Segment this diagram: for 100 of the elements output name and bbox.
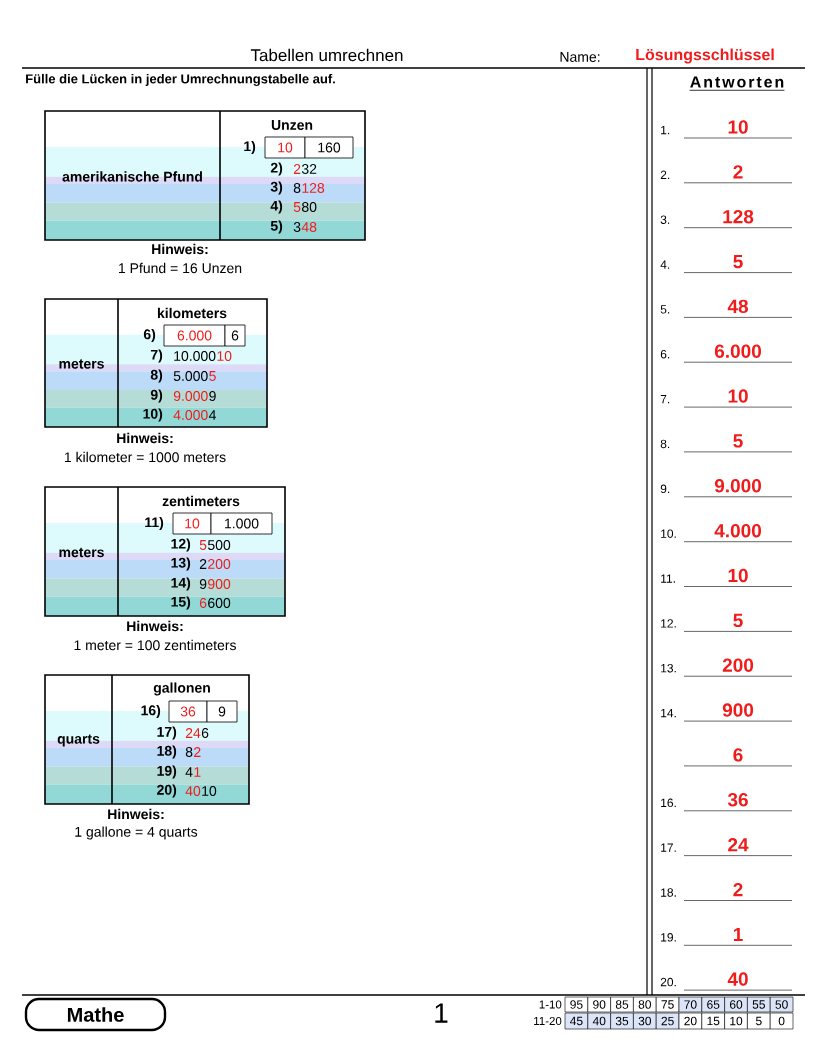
answer-line: 36 (683, 793, 793, 812)
table-value: 9 (209, 391, 216, 401)
answer-line: 48 (683, 299, 793, 318)
unit-label: gallonen (153, 682, 210, 696)
given-cell: 160 (304, 136, 354, 159)
given-cell: 1.000 (210, 512, 273, 535)
answer-number: 1. (661, 125, 670, 135)
score-cell: 10 (724, 1012, 748, 1030)
table-value: 40 (185, 786, 201, 796)
score-cell: 15 (701, 1012, 725, 1030)
table-value: 10 (217, 351, 232, 361)
answer-line: 200 (683, 658, 793, 677)
answer-number: 4. (660, 260, 670, 269)
answer-number: 18. (661, 888, 676, 897)
table-value: 4 (208, 410, 216, 420)
answer-number: 13. (661, 663, 676, 673)
problem-number: 1) (244, 140, 256, 154)
table-value: 48 (301, 222, 317, 232)
answer-number: 19. (661, 933, 676, 942)
unit-label: kilometers (157, 307, 227, 319)
table-value: 5 (209, 371, 216, 381)
answer-line: 10 (683, 120, 793, 139)
answer-number: 6. (660, 349, 670, 359)
problem-number: 16) (141, 705, 161, 719)
problem-number: 19) (157, 765, 177, 779)
table-value: 3 (293, 222, 301, 232)
table-value: 8 (185, 747, 193, 757)
score-cell: 30 (633, 1012, 657, 1030)
answer-line: 2 (683, 882, 793, 901)
page-number: 1 (435, 1003, 448, 1023)
problem-number: 3) (270, 181, 283, 195)
problem-number: 2) (270, 162, 283, 176)
answer-number: 10. (661, 529, 676, 538)
hint-text: 1 gallone = 4 quarts (75, 826, 198, 840)
problem-number: 8) (150, 369, 163, 383)
given-cell: 9 (206, 700, 238, 723)
answer-cell: 36 (168, 700, 208, 723)
table-value: 2 (194, 747, 201, 757)
score-cell: 5 (747, 1012, 771, 1030)
problem-number: 11) (145, 517, 164, 531)
table-value: 6 (199, 598, 207, 608)
hint-text: 1 Pfund = 16 Unzen (119, 262, 242, 274)
instructions: Fülle die Lücken in jeder Umrechnungstabelle auf. (26, 73, 335, 87)
answer-line: 6 (683, 748, 793, 767)
table-value: 9 (199, 579, 207, 589)
score-cell: 70 (678, 996, 703, 1013)
answer-line: 128 (683, 209, 793, 228)
score-cell: 80 (633, 996, 657, 1013)
name-label: Name: (560, 52, 600, 62)
table-value: 1 (194, 767, 201, 777)
problem-number: 17) (157, 726, 177, 740)
hint-heading: Hinweis: (117, 432, 173, 444)
answer-line: 6.000 (683, 344, 793, 363)
table-value: 80 (302, 202, 317, 212)
hint-heading: Hinweis: (127, 620, 183, 632)
answer-line: 5 (683, 255, 793, 273)
unit-label: zentimeters (162, 495, 240, 507)
score-cell: 90 (587, 996, 611, 1013)
score-cell: 60 (724, 996, 748, 1013)
answer-line: 24 (683, 838, 793, 856)
problem-number: 10) (143, 408, 163, 422)
unit-label: meters (59, 547, 104, 558)
table-value: 9.000 (173, 391, 208, 401)
score-cell: 65 (701, 996, 725, 1013)
answer-line: 40 (683, 972, 793, 991)
answer-line: 900 (683, 703, 793, 722)
problem-number: 14) (171, 577, 191, 591)
problem-number: 6) (143, 328, 156, 342)
problem-number: 4) (270, 200, 283, 214)
answer-number: 8. (660, 439, 670, 449)
answer-line: 5 (683, 434, 793, 453)
answer-number: 9. (660, 484, 670, 494)
answer-number: 17. (661, 843, 676, 852)
answer-number: 16. (661, 798, 676, 808)
table-value: 24 (185, 728, 201, 738)
answer-number: 11. (661, 574, 675, 583)
subject-badge: Mathe (24, 997, 167, 1032)
unit-label: Unzen (271, 120, 313, 130)
score-row-label: 11-20 (534, 1016, 562, 1026)
answer-line: 10 (683, 389, 793, 408)
answer-key-label: Lösungsschlüssel (636, 48, 774, 64)
answer-line: 5 (683, 613, 793, 632)
unit-label: amerikanische Pfund (62, 171, 202, 182)
score-cell: 95 (564, 996, 589, 1013)
hint-text: 1 kilometer = 1000 meters (64, 451, 226, 463)
score-cell: 55 (747, 996, 771, 1013)
problem-number: 13) (171, 557, 191, 571)
hint-text: 1 meter = 100 zentimeters (74, 639, 236, 651)
table-value: 128 (302, 183, 325, 193)
hint-heading: Hinweis: (152, 243, 208, 255)
answer-number: 5. (660, 305, 670, 314)
answer-number: 20. (660, 977, 676, 987)
hint-heading: Hinweis: (108, 808, 164, 820)
score-cell: 75 (655, 996, 680, 1013)
score-row-label: 1-10 (539, 1000, 562, 1009)
problem-number: 20) (157, 784, 177, 798)
score-cell: 35 (610, 1012, 634, 1030)
answer-number: 7. (660, 395, 670, 404)
answer-line: 4.000 (683, 523, 793, 542)
answer-line: 10 (683, 568, 793, 587)
